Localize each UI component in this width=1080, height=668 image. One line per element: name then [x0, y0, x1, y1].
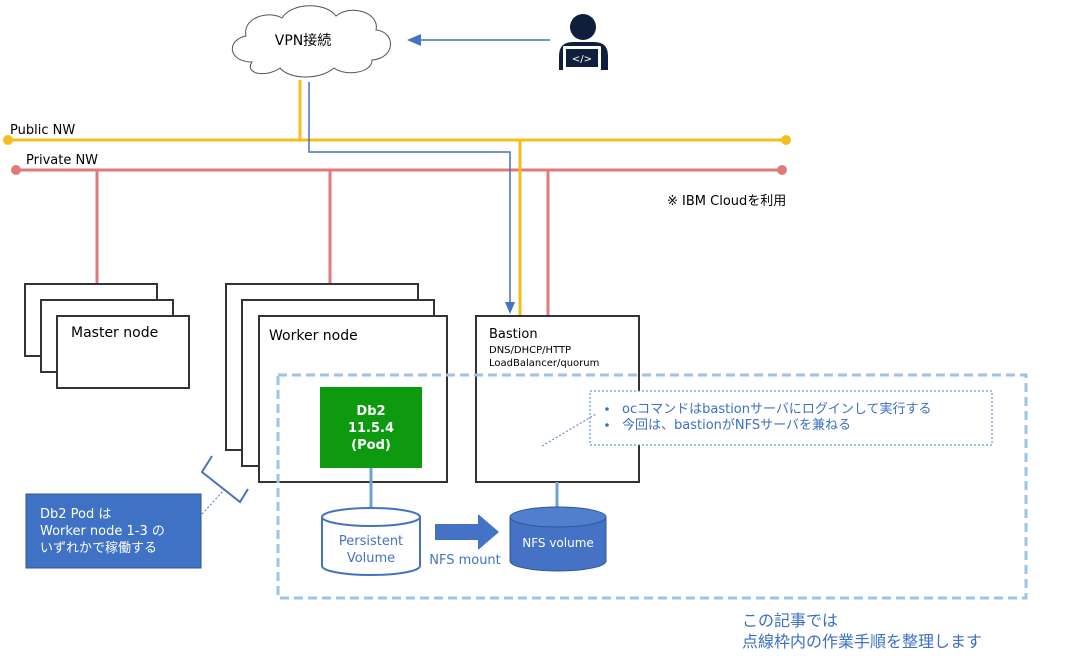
pv-label-2: Volume: [347, 551, 395, 566]
nfs-mount-arrow: NFS mount: [429, 514, 501, 568]
nfs-volume: NFS volume: [509, 506, 607, 572]
public-network: Public NW: [3, 123, 791, 145]
persistent-volume: Persistent Volume: [321, 507, 421, 576]
db2-pod-label: (Pod): [351, 438, 391, 453]
callout-line-2: Worker node 1-3 の: [40, 524, 165, 539]
private-network: Private NW: [11, 153, 787, 175]
arrow-right-icon: [435, 514, 499, 550]
callout-line-1: Db2 Pod は: [40, 507, 111, 522]
worker-node-label: Worker node: [269, 328, 358, 344]
vpn-cloud: VPN接続: [231, 5, 391, 78]
note-bullet-2: 今回は、bastionがNFSサーバを兼ねる: [622, 417, 851, 433]
db2-name: Db2: [356, 404, 385, 419]
vpn-bastion-path: [308, 82, 515, 314]
nfs-volume-label: NFS volume: [522, 536, 594, 550]
nfs-mount-label: NFS mount: [429, 553, 501, 568]
user-to-vpn-arrow: [407, 34, 550, 46]
master-node-box: [56, 315, 190, 389]
notes-pointer: [541, 413, 597, 447]
db2-version: 11.5.4: [348, 421, 394, 436]
public-nw-label: Public NW: [10, 123, 75, 138]
bastion-services-1: DNS/DHCP/HTTP: [489, 345, 571, 356]
bastion-services-2: LoadBalancer/quorum: [489, 358, 599, 369]
vpn-label: VPN接続: [275, 32, 332, 49]
ibm-cloud-note: ※ IBM Cloudを利用: [667, 194, 786, 209]
footer-line-1: この記事では: [742, 611, 838, 630]
svg-text:</>: </>: [572, 54, 592, 65]
pv-label-1: Persistent: [339, 534, 403, 549]
scope-dashed-frame: [276, 373, 1028, 600]
note-bullet-1: ocコマンドはbastionサーバにログインして実行する: [622, 401, 931, 417]
callout-line-3: いずれかで稼働する: [40, 541, 157, 556]
worker-bracket: [200, 455, 249, 504]
db2-pod: Db2 11.5.4 (Pod): [320, 387, 422, 468]
cloud-icon: [231, 5, 391, 78]
developer-laptop-icon: </>: [559, 14, 608, 70]
master-node-stack: Master node: [24, 283, 190, 389]
callout-pointer: [201, 489, 225, 515]
bastion-title: Bastion: [489, 327, 538, 342]
notes-box: ocコマンドはbastionサーバにログインして実行する 今回は、bastion…: [541, 390, 993, 447]
private-nw-label: Private NW: [26, 153, 98, 168]
master-node-label: Master node: [71, 325, 158, 341]
db2-callout: Db2 Pod は Worker node 1-3 の いずれかで稼働する: [25, 493, 202, 569]
footer-line-2: 点線枠内の作業手順を整理します: [742, 632, 982, 651]
